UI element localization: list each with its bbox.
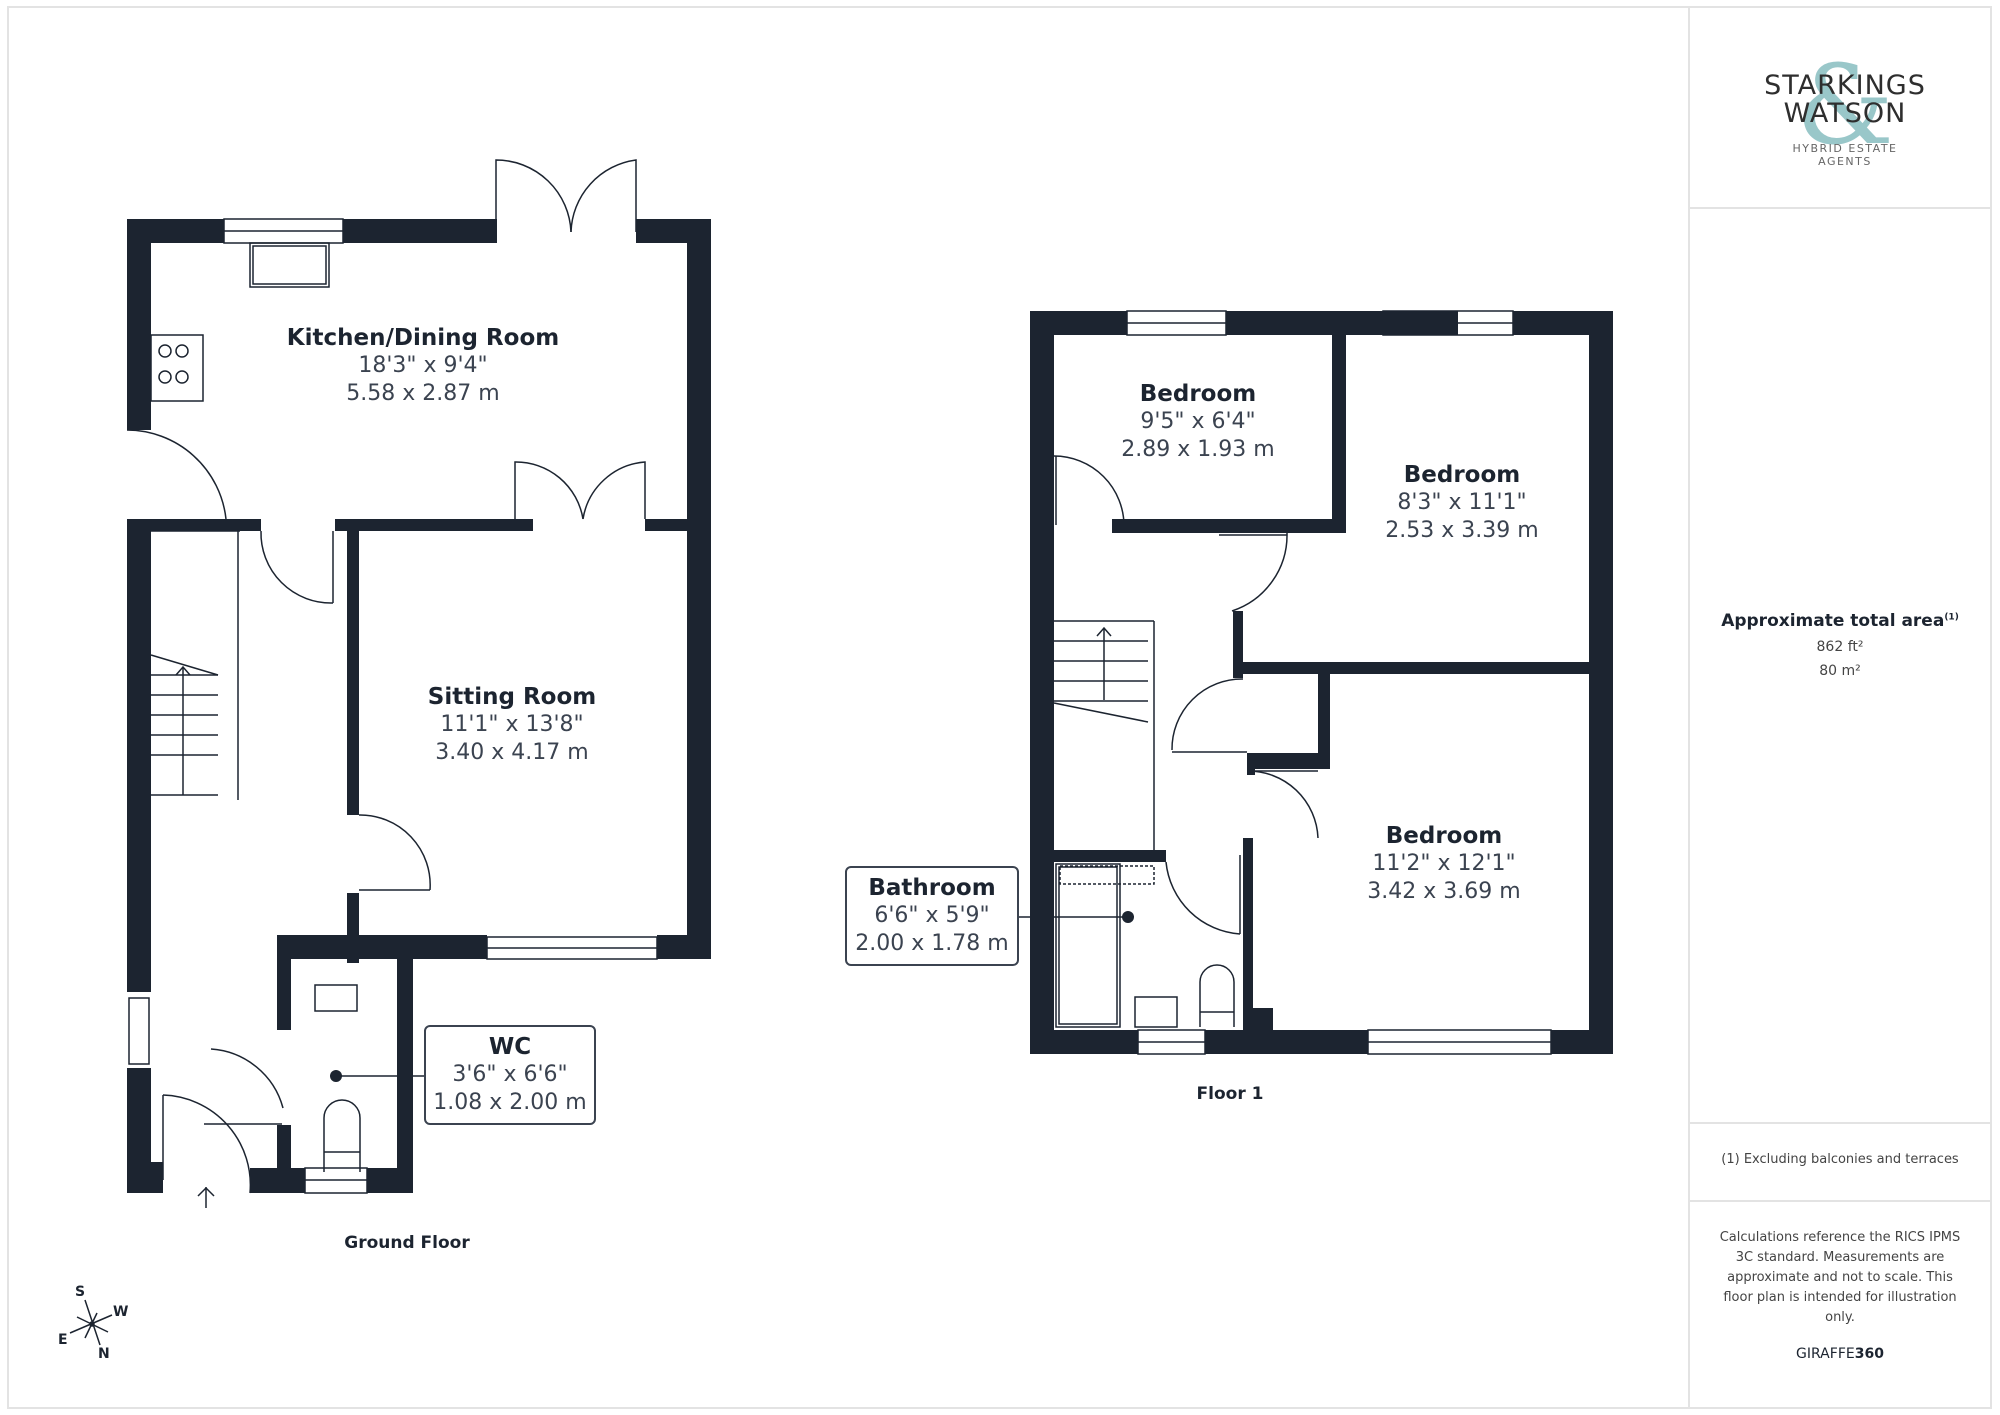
footnote-text: (1) Excluding balconies and terraces — [1721, 1152, 1959, 1167]
room-dimensions-imperial: 11'2" x 12'1" — [1372, 851, 1516, 876]
room-callout-wc: WC 3'6" x 6'6" 1.08 x 2.00 m — [424, 1025, 596, 1125]
room-name: Bedroom — [1385, 823, 1503, 849]
room-dimensions-metric: 3.42 x 3.69 m — [1367, 879, 1521, 904]
bathroom-callout-dot — [1122, 911, 1134, 923]
room-callout-bathroom: Bathroom 6'6" x 5'9" 2.00 x 1.78 m — [845, 866, 1019, 966]
brand-name-line2: WATSON — [1783, 98, 1907, 129]
compass-east: E — [58, 1332, 68, 1348]
brand-tagline: HYBRID ESTATE AGENTS — [1792, 142, 1898, 168]
brand-name-line1: STARKINGS — [1764, 70, 1926, 101]
room-dimensions-metric: 2.00 x 1.78 m — [855, 931, 1009, 956]
total-area: Approximate total area(1) 862 ft² 80 m² — [1721, 611, 1959, 679]
room-dimensions-imperial: 11'1" x 13'8" — [440, 712, 584, 737]
area-title: Approximate total area(1) — [1721, 611, 1959, 631]
room-name: Sitting Room — [427, 684, 597, 710]
floor-1-walls — [1030, 311, 1613, 1054]
room-dimensions-imperial: 3'6" x 6'6" — [452, 1062, 568, 1087]
room-name: Kitchen/Dining Room — [286, 325, 560, 351]
room-name: WC — [488, 1034, 532, 1060]
floor-name-floor-1: Floor 1 — [1196, 1084, 1264, 1104]
area-sqm: 80 m² — [1819, 663, 1861, 679]
room-dimensions-imperial: 9'5" x 6'4" — [1140, 409, 1256, 434]
sidebar-separator — [1690, 1122, 1992, 1124]
room-dimensions-metric: 3.40 x 4.17 m — [435, 740, 589, 765]
ground-floor-fixtures — [126, 159, 658, 1208]
area-sqft: 862 ft² — [1816, 639, 1864, 655]
provider-logo: GIRAFFE360 — [1796, 1346, 1884, 1362]
room-dimensions-metric: 5.58 x 2.87 m — [346, 381, 500, 406]
room-dimensions-imperial: 18'3" x 9'4" — [358, 353, 488, 378]
room-dimensions-imperial: 6'6" x 5'9" — [874, 903, 990, 928]
sidebar-divider — [1688, 6, 1690, 1409]
room-dimensions-metric: 2.89 x 1.93 m — [1121, 437, 1275, 462]
floor-1-fixtures — [1018, 310, 1552, 1055]
sidebar-separator — [1690, 1200, 1992, 1202]
room-label-bedroom-3: Bedroom 11'2" x 12'1" 3.42 x 3.69 m — [1367, 822, 1520, 906]
room-label-bedroom-2: Bedroom 8'3" x 11'1" 2.53 x 3.39 m — [1385, 461, 1538, 545]
compass-icon — [69, 1299, 113, 1346]
room-dimensions-imperial: 8'3" x 11'1" — [1397, 490, 1527, 515]
room-name: Bedroom — [1403, 462, 1521, 488]
room-name: Bathroom — [868, 875, 996, 901]
room-label-bedroom-1: Bedroom 9'5" x 6'4" 2.89 x 1.93 m — [1121, 380, 1274, 464]
page-frame — [7, 6, 1992, 1409]
compass-west: W — [113, 1304, 129, 1320]
room-name: Bedroom — [1139, 381, 1257, 407]
disclaimer-text: Calculations reference the RICS IPMS 3C … — [1719, 1230, 1961, 1325]
compass-south: S — [75, 1284, 86, 1300]
brand-logo: & STARKINGS WATSON HYBRID ESTATE AGENTS — [1764, 50, 1926, 168]
wc-callout-dot — [330, 1070, 342, 1082]
brand-ampersand: & — [1796, 41, 1894, 169]
footnote-marker: (1) — [1944, 612, 1959, 623]
room-dimensions-metric: 1.08 x 2.00 m — [433, 1090, 587, 1115]
room-label-kitchen-dining: Kitchen/Dining Room 18'3" x 9'4" 5.58 x … — [287, 324, 559, 408]
compass-north: N — [98, 1346, 110, 1362]
sidebar-separator — [1690, 207, 1992, 209]
room-label-sitting-room: Sitting Room 11'1" x 13'8" 3.40 x 4.17 m — [428, 683, 596, 767]
floor-name-ground: Ground Floor — [344, 1233, 470, 1253]
ground-floor-walls — [127, 219, 711, 1193]
room-dimensions-metric: 2.53 x 3.39 m — [1385, 518, 1539, 543]
